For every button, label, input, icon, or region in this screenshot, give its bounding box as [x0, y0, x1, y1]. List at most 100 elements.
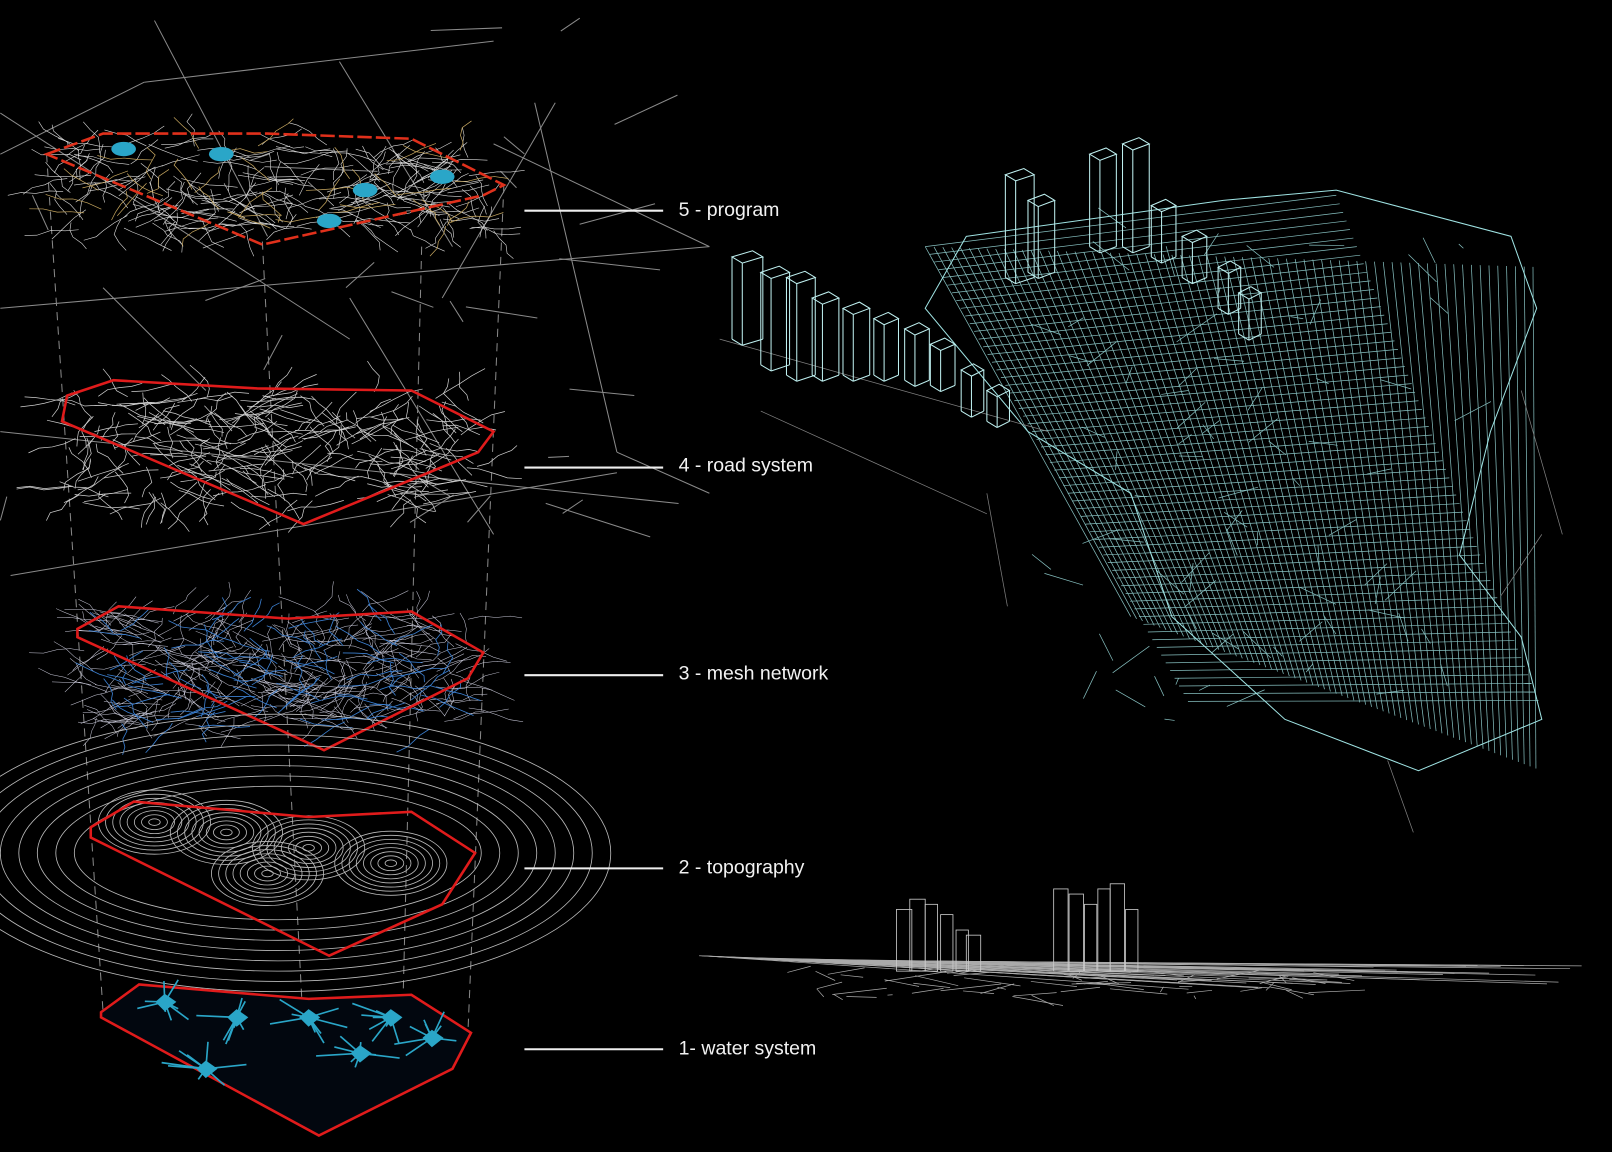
mesh-line — [376, 680, 389, 712]
mesh-line-blue — [391, 623, 436, 646]
mesh-line — [286, 638, 344, 642]
mesh-line — [435, 686, 493, 691]
road-line — [391, 291, 434, 308]
mesh-line — [345, 656, 400, 662]
terrain-line — [1313, 972, 1355, 981]
mesh-line — [215, 606, 236, 640]
mesh-line — [72, 648, 109, 671]
mesh-line — [274, 624, 303, 650]
stream — [205, 1063, 247, 1070]
road-branch — [177, 464, 231, 486]
mesh-line — [1081, 426, 1106, 438]
mesh-line — [205, 600, 244, 620]
road-line — [205, 278, 266, 301]
mesh-line — [1092, 252, 1243, 659]
mesh-line — [238, 589, 251, 623]
mesh-line — [215, 697, 269, 712]
mesh-line — [1109, 538, 1144, 543]
water-streams — [137, 979, 457, 1086]
road-branch — [180, 469, 225, 483]
terrain-line — [884, 971, 947, 982]
mesh-line — [1382, 261, 1437, 732]
road-branch — [204, 405, 233, 432]
program-branch — [49, 183, 68, 215]
program-branch — [261, 128, 302, 145]
tower-edge — [1238, 333, 1250, 341]
stream — [164, 979, 179, 1003]
pond-shape — [316, 213, 342, 229]
program-branch — [66, 129, 99, 156]
road-branch — [211, 455, 260, 469]
road-line — [545, 502, 651, 538]
mesh-line-blue — [379, 671, 418, 691]
mesh-line — [242, 680, 294, 691]
mesh-line-blue — [366, 702, 406, 719]
contour — [355, 843, 426, 884]
road-branch — [292, 444, 322, 475]
mesh-line — [78, 598, 112, 626]
road-line — [616, 451, 710, 494]
mesh-line-blue — [170, 710, 226, 716]
mesh-line — [1174, 674, 1529, 679]
program-branch — [408, 158, 462, 171]
road-branch — [161, 374, 193, 402]
road-branch — [98, 382, 143, 397]
road-branch — [303, 426, 356, 440]
road-branch — [261, 446, 287, 476]
mesh-line — [1099, 633, 1114, 661]
mesh-line-blue — [411, 669, 451, 701]
road-branch — [314, 454, 353, 475]
road-branch — [178, 490, 225, 507]
program-path — [386, 143, 437, 161]
program-branch — [369, 145, 387, 179]
mesh-line-blue — [439, 679, 462, 708]
program-branch — [372, 186, 427, 196]
mesh-line — [235, 612, 248, 646]
road-branch — [405, 401, 422, 434]
program-branch — [31, 148, 82, 161]
stream — [359, 1042, 362, 1054]
program-branch — [24, 229, 79, 236]
road-branch — [169, 411, 213, 436]
mesh-line — [938, 220, 1347, 271]
mesh-line — [266, 689, 323, 698]
mesh-line — [1418, 263, 1460, 740]
mesh-line — [262, 630, 319, 642]
mesh-line — [415, 690, 423, 722]
mesh-line — [1057, 250, 1220, 650]
mesh-line — [304, 634, 313, 666]
mesh-line — [122, 637, 172, 646]
program-branch — [45, 161, 71, 193]
mesh-line — [1101, 252, 1249, 661]
mesh-line — [1189, 563, 1194, 594]
mesh-line — [84, 705, 117, 734]
mesh-line — [87, 709, 138, 717]
tower-top — [1004, 167, 1036, 182]
mesh-line — [1367, 609, 1405, 619]
mesh-line — [996, 331, 1392, 371]
program-branch — [355, 219, 381, 251]
program-branch — [455, 183, 500, 208]
tower-edge — [1132, 246, 1150, 254]
tower-edge — [1005, 277, 1016, 285]
terrain-line — [940, 983, 1002, 992]
mesh-line — [206, 618, 225, 643]
pond-shape — [429, 169, 455, 184]
mesh-line — [1243, 631, 1272, 659]
road-branch — [300, 395, 325, 427]
mesh-line — [294, 628, 333, 638]
mesh-line — [1156, 640, 1515, 648]
road-branch — [287, 500, 344, 512]
program-branch — [173, 175, 198, 206]
mesh-line — [929, 203, 1340, 255]
stream — [334, 1046, 361, 1055]
road-branch — [79, 433, 136, 437]
mesh-line — [942, 247, 1143, 622]
road-branch — [231, 395, 271, 424]
road-branch — [460, 411, 505, 436]
road-branch — [363, 431, 414, 448]
program-branches — [7, 113, 525, 259]
program-branch — [228, 158, 233, 191]
mesh-line-blue — [145, 722, 173, 754]
stream — [269, 1016, 309, 1025]
